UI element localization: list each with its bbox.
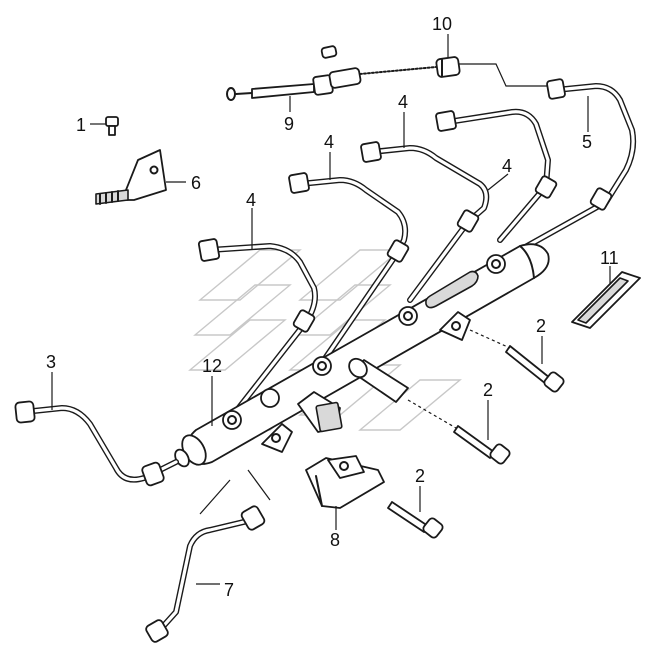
part-12-fuel-rail — [174, 243, 550, 468]
callout-8: 8 — [330, 530, 340, 550]
part-8-bracket — [305, 455, 385, 509]
part-10-fitting — [435, 56, 548, 87]
injector-lines — [207, 83, 637, 417]
callout-numbers: 1 6 9 10 5 4 4 4 4 3 12 11 2 2 2 8 7 — [46, 14, 619, 600]
part-3-line — [14, 400, 179, 487]
callout-6: 6 — [191, 173, 201, 193]
callout-2-b: 2 — [483, 380, 493, 400]
part-7-line — [145, 469, 271, 643]
callout-4-a: 4 — [398, 92, 408, 112]
part-11-label-plate — [571, 271, 641, 329]
callout-7: 7 — [224, 580, 234, 600]
callout-11: 11 — [600, 248, 619, 268]
rail-connector — [297, 391, 343, 433]
callout-12: 12 — [202, 356, 222, 376]
callout-leaders — [51, 34, 611, 585]
line-nuts — [197, 78, 613, 333]
pressure-sensor — [348, 357, 409, 403]
callout-2-a: 2 — [536, 316, 546, 336]
callout-1: 1 — [76, 115, 86, 135]
part-1-bolt — [105, 116, 119, 136]
callout-9: 9 — [284, 114, 294, 134]
callout-10: 10 — [432, 14, 452, 34]
callout-2-c: 2 — [415, 466, 425, 486]
callout-5: 5 — [582, 132, 592, 152]
callout-4-d: 4 — [246, 190, 256, 210]
callout-4-b: 4 — [324, 132, 334, 152]
callout-4-c: 4 — [502, 156, 512, 176]
part-2-bolts — [387, 329, 565, 539]
callout-3: 3 — [46, 352, 56, 372]
part-6-bracket — [95, 149, 167, 205]
part-9-sensor-rod — [226, 45, 437, 101]
